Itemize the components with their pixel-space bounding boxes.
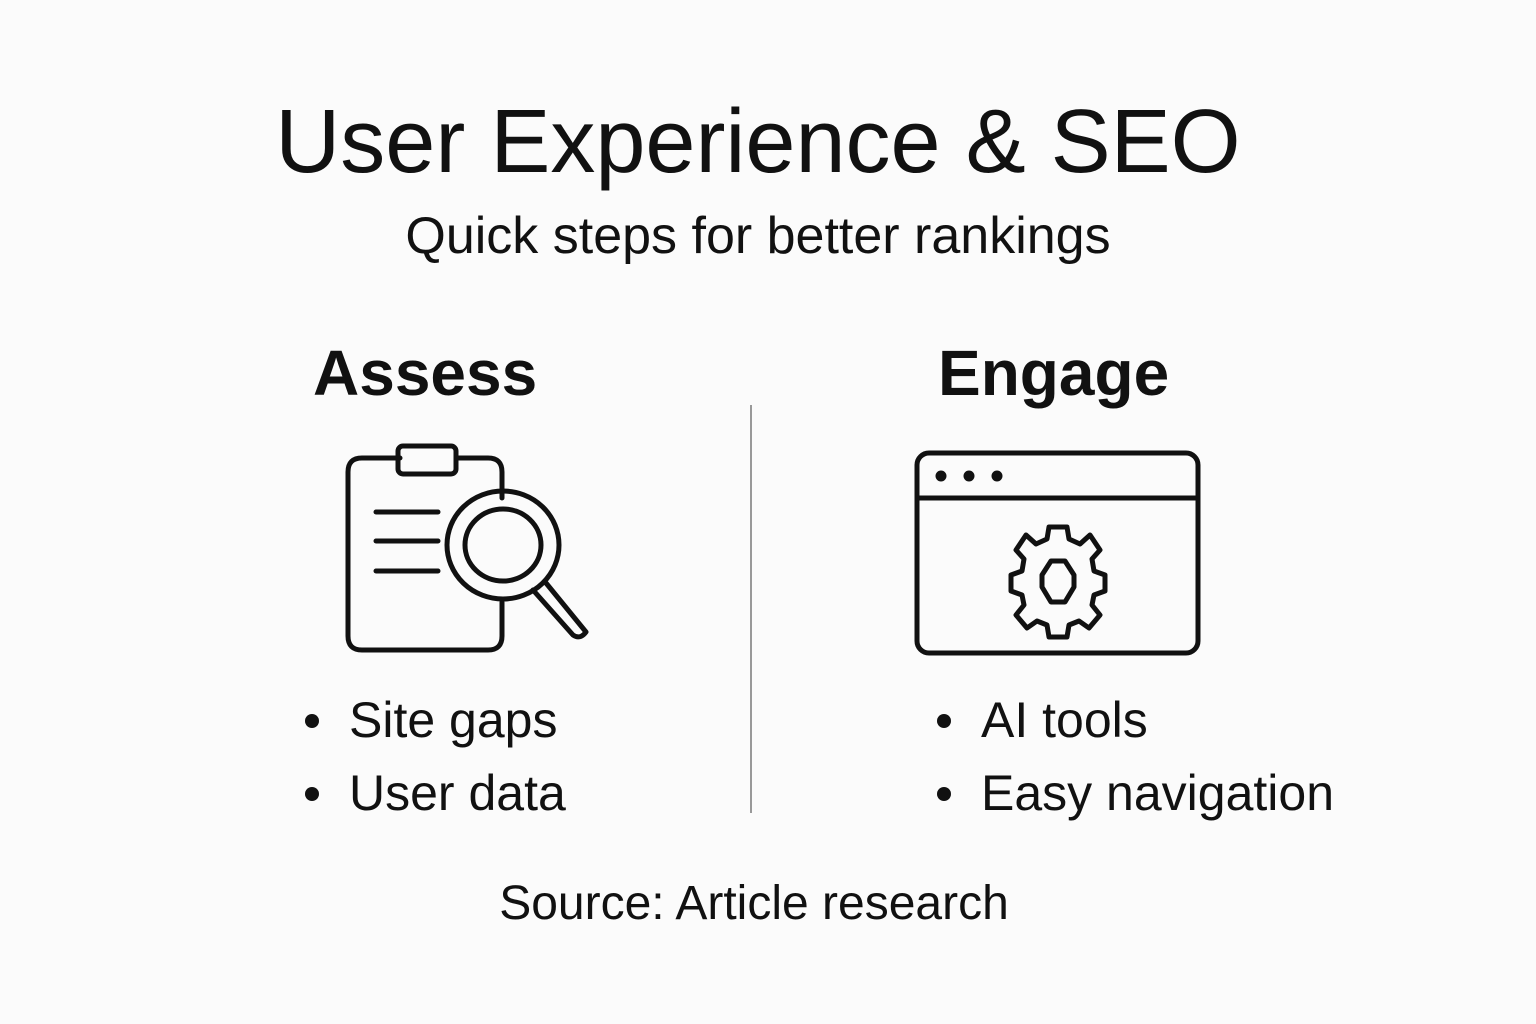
engage-heading: Engage bbox=[938, 337, 1170, 409]
list-item: AI tools bbox=[937, 684, 1334, 757]
source-note: Source: Article research bbox=[499, 877, 1009, 930]
subtitle: Quick steps for better rankings bbox=[405, 207, 1111, 265]
engage-bullet-list: AI tools Easy navigation bbox=[937, 684, 1334, 830]
list-item: User data bbox=[305, 757, 566, 830]
browser-gear-icon bbox=[914, 450, 1201, 656]
bullet-icon bbox=[937, 714, 951, 728]
list-item: Easy navigation bbox=[937, 757, 1334, 830]
bullet-text: User data bbox=[349, 765, 566, 821]
assess-bullet-list: Site gaps User data bbox=[305, 684, 566, 830]
bullet-icon bbox=[305, 714, 319, 728]
bullet-text: Easy navigation bbox=[981, 765, 1335, 821]
bullet-icon bbox=[305, 787, 319, 801]
bullet-text: AI tools bbox=[981, 692, 1148, 748]
page-title: User Experience & SEO bbox=[275, 92, 1241, 192]
list-item: Site gaps bbox=[305, 684, 566, 757]
bullet-icon bbox=[937, 787, 951, 801]
clipboard-search-icon bbox=[345, 443, 589, 653]
column-divider bbox=[750, 405, 752, 813]
assess-heading: Assess bbox=[313, 337, 538, 409]
bullet-text: Site gaps bbox=[349, 692, 558, 748]
